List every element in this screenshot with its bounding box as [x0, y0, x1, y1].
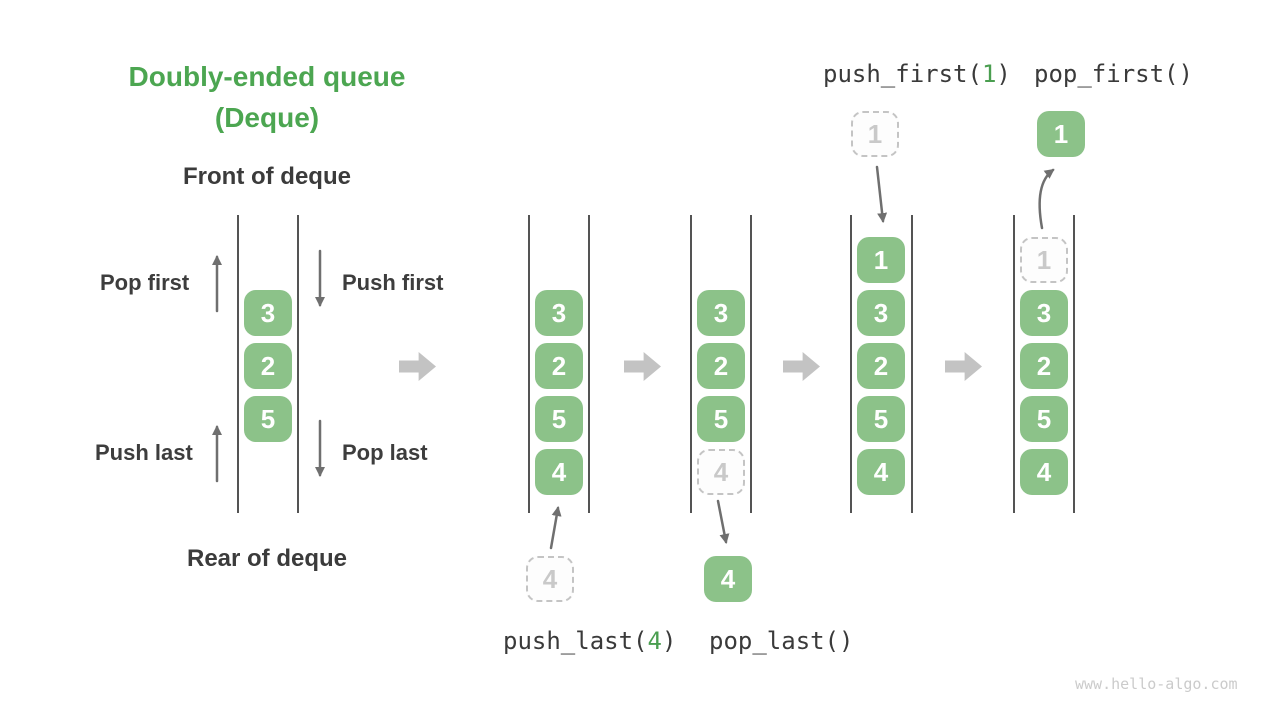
queue-cell: 4 [1020, 449, 1068, 495]
push-last-code-label: push_last(4) [503, 626, 676, 656]
queue-cell: 4 [535, 449, 583, 495]
code-text: push_last( [503, 627, 648, 655]
transition-arrow-icon [399, 351, 436, 382]
pop-first-remove-arrow-icon [1038, 168, 1055, 230]
code-text: ) [661, 627, 677, 655]
queue-cell: 5 [535, 396, 583, 442]
push-first-code-label: push_first(1) [823, 59, 1011, 89]
watermark: www.hello-algo.com [1075, 675, 1238, 693]
queue-cell: 3 [535, 290, 583, 336]
queue-cell: 2 [1020, 343, 1068, 389]
queue-cell: 3 [244, 290, 292, 336]
transition-arrow-icon [783, 351, 820, 382]
queue-rail [297, 215, 299, 513]
external-cell-dashed: 4 [526, 556, 574, 602]
code-arg: 4 [647, 627, 662, 655]
queue-cell: 1 [857, 237, 905, 283]
queue-cell: 5 [697, 396, 745, 442]
pop-first-code-label: pop_first() [1034, 60, 1193, 88]
external-cell: 4 [704, 556, 752, 602]
push-last-label: Push last [95, 440, 193, 465]
transition-arrow-icon [624, 351, 661, 382]
push-last-insert-arrow-icon [549, 506, 562, 550]
queue-cell: 3 [857, 290, 905, 336]
pop-last-label: Pop last [342, 440, 428, 465]
queue-rail [528, 215, 530, 513]
queue-cell: 3 [1020, 290, 1068, 336]
queue-cell: 4 [857, 449, 905, 495]
queue-cell-dashed: 4 [697, 449, 745, 495]
queue-cell: 2 [857, 343, 905, 389]
queue-cell-dashed: 1 [1020, 237, 1068, 283]
push-first-label: Push first [342, 270, 444, 295]
queue-rail [911, 215, 913, 513]
queue-cell: 5 [857, 396, 905, 442]
queue-rail [588, 215, 590, 513]
queue-cell: 3 [697, 290, 745, 336]
queue-cell: 2 [535, 343, 583, 389]
queue-cell: 5 [1020, 396, 1068, 442]
external-cell: 1 [1037, 111, 1085, 157]
queue-rail [1013, 215, 1015, 513]
queue-rail [750, 215, 752, 513]
queue-cell: 2 [697, 343, 745, 389]
front-of-deque-label: Front of deque [183, 163, 351, 190]
rear-of-deque-label: Rear of deque [186, 545, 348, 572]
queue-cell: 5 [244, 396, 292, 442]
external-cell-dashed: 1 [851, 111, 899, 157]
queue-rail [237, 215, 239, 513]
title-line-1: Doubly-ended queue [128, 61, 406, 92]
code-text: ) [996, 60, 1011, 88]
queue-cell: 2 [244, 343, 292, 389]
transition-arrow-icon [945, 351, 982, 382]
queue-rail [690, 215, 692, 513]
code-arg: 1 [981, 60, 997, 88]
code-text: push_first( [823, 60, 982, 88]
pop-last-code-label: pop_last() [709, 627, 854, 655]
pop-first-label: Pop first [100, 270, 190, 295]
push-first-insert-arrow-icon [875, 165, 888, 223]
diagram-title: Doubly-ended queue (Deque) [67, 56, 467, 138]
queue-rail [850, 215, 852, 513]
queue-rail [1073, 215, 1075, 513]
pop-last-remove-arrow-icon [716, 499, 730, 544]
title-line-2: (Deque) [214, 102, 320, 133]
